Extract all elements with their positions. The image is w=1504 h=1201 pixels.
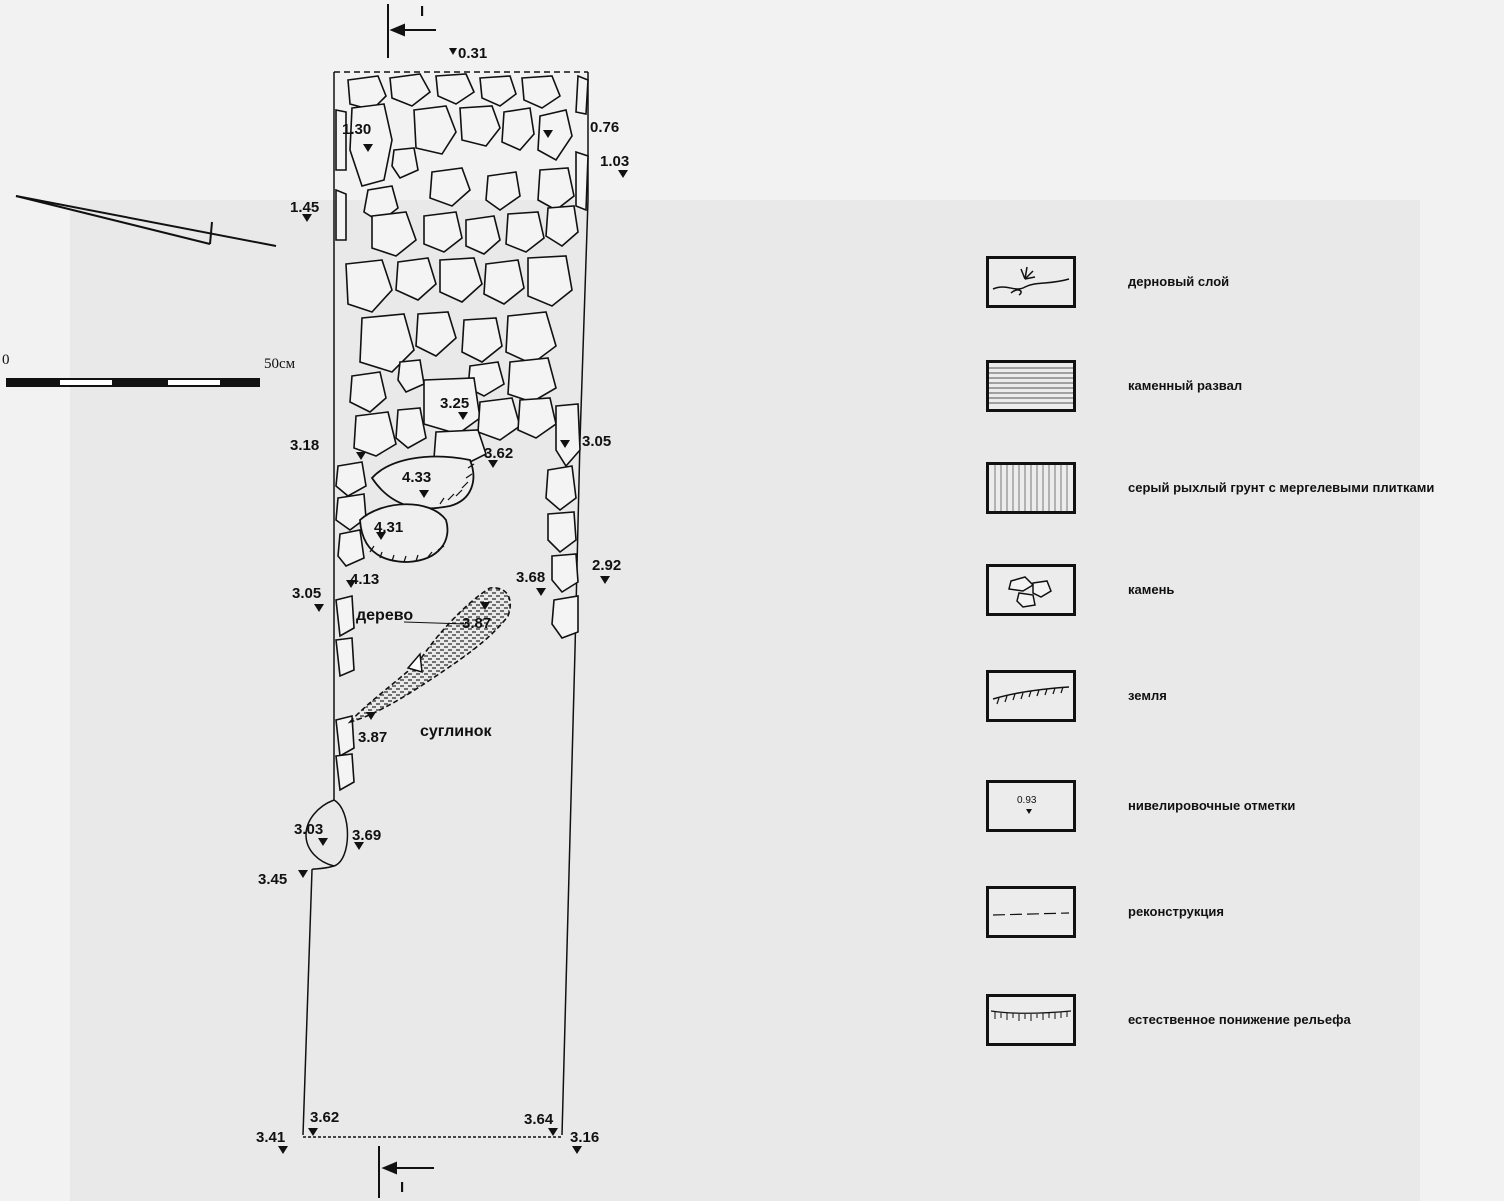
wood-feature bbox=[347, 587, 512, 724]
legend-item-stone: камень bbox=[986, 564, 1426, 620]
earth-swatch-icon bbox=[986, 670, 1076, 722]
stone-rubble bbox=[335, 73, 589, 792]
elevation-label: 3.41 bbox=[256, 1129, 285, 1146]
legend-label: естественное понижение рельефа bbox=[1128, 1012, 1351, 1027]
elevation-label: 2.92 bbox=[592, 557, 621, 574]
elevation-label: 4.33 bbox=[402, 469, 431, 486]
elevation-label: 0.31 bbox=[458, 45, 487, 62]
level-mark-swatch-icon: 0.93 bbox=[986, 780, 1076, 832]
legend-item-levels: 0.93 нивелировочные отметки bbox=[986, 780, 1426, 836]
elevation-label: 0.76 bbox=[590, 119, 619, 136]
legend-item-stone-rubble: каменный развал bbox=[986, 360, 1426, 416]
elevation-label: 4.31 bbox=[374, 519, 403, 536]
scale-bar bbox=[6, 378, 260, 387]
elevation-label: 3.05 bbox=[582, 433, 611, 450]
elevation-label: 3.16 bbox=[570, 1129, 599, 1146]
scale-start: 0 bbox=[2, 352, 10, 368]
elevation-label: 3.05 bbox=[292, 585, 321, 602]
earth-pit-upper bbox=[359, 455, 475, 563]
loam-label: суглинок bbox=[420, 723, 493, 740]
elevation-label: 3.64 bbox=[524, 1111, 554, 1128]
north-arrow-icon bbox=[15, 195, 277, 247]
section-marker-top bbox=[387, 4, 436, 58]
elevation-label: 3.69 bbox=[352, 827, 381, 844]
elevation-label: 4.13 bbox=[350, 571, 379, 588]
legend-label: дерновый слой bbox=[1128, 274, 1230, 289]
legend-item-earth: земля bbox=[986, 670, 1426, 726]
reconstruction-swatch-icon bbox=[986, 886, 1076, 938]
scale-end: 50см bbox=[264, 356, 296, 372]
elevation-label: 1.30 bbox=[342, 121, 371, 138]
legend-label: серый рыхлый грунт с мергелевыми плиткам… bbox=[1128, 480, 1435, 495]
scan-background bbox=[70, 200, 1420, 1201]
legend-item-relief: естественное понижение рельефа bbox=[986, 994, 1426, 1050]
elevation-label: 3.45 bbox=[258, 871, 287, 888]
elevation-label: 3.18 bbox=[290, 437, 319, 454]
elevation-label: 3.68 bbox=[516, 569, 545, 586]
legend-label: камень bbox=[1128, 582, 1175, 597]
section-label-bottom: I bbox=[400, 1179, 404, 1196]
wood-leader-line bbox=[403, 621, 467, 625]
legend-label: каменный развал bbox=[1128, 378, 1243, 393]
earth-hatching bbox=[369, 463, 475, 563]
legend-item-turf: дерновый слой bbox=[986, 256, 1426, 312]
elevation-label: 1.45 bbox=[290, 199, 319, 216]
legend-item-grey-soil: серый рыхлый грунт с мергелевыми плиткам… bbox=[986, 462, 1434, 518]
elevation-label: 3.87 bbox=[462, 615, 491, 632]
section-marker-bottom bbox=[378, 1146, 434, 1198]
elevation-label: 3.62 bbox=[484, 445, 513, 462]
legend-item-reconstruction: реконструкция bbox=[986, 886, 1426, 942]
section-label-top: I bbox=[420, 3, 424, 20]
elevation-label: 3.03 bbox=[294, 821, 323, 838]
legend-label: нивелировочные отметки bbox=[1128, 798, 1296, 813]
elevation-label: 1.03 bbox=[600, 153, 629, 170]
turf-swatch-icon bbox=[986, 256, 1076, 308]
relief-swatch-icon bbox=[986, 994, 1076, 1046]
grey-soil-swatch-icon bbox=[986, 462, 1076, 514]
stone-swatch-icon bbox=[986, 564, 1076, 616]
wood-label: дерево bbox=[356, 607, 413, 624]
legend-label: земля bbox=[1128, 688, 1167, 703]
legend-label: реконструкция bbox=[1128, 904, 1224, 919]
level-sample-text: 0.93 bbox=[1017, 795, 1037, 806]
elevation-label: 3.87 bbox=[358, 729, 387, 746]
elevation-markers bbox=[278, 48, 628, 1154]
stone-rubble-swatch-icon bbox=[986, 360, 1076, 412]
elevation-label: 3.25 bbox=[440, 395, 469, 412]
elevation-label: 3.62 bbox=[310, 1109, 339, 1126]
